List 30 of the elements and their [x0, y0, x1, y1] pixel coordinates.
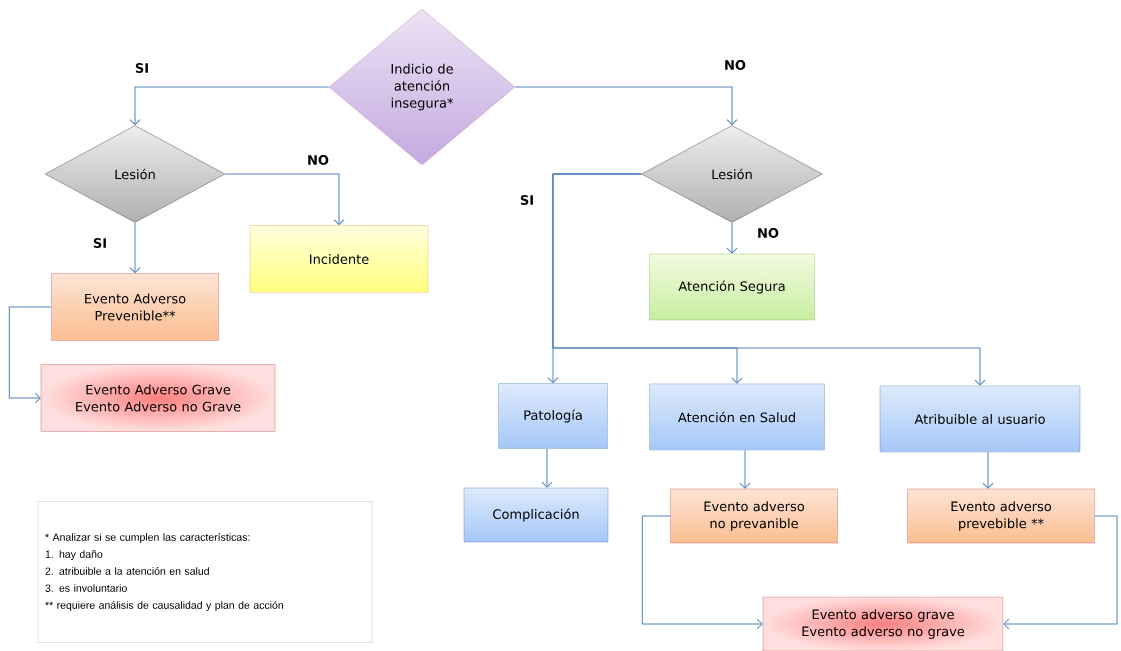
arrow — [739, 449, 751, 489]
edge-label: NO — [723, 59, 747, 71]
note-box: * Analizar si se cumplen las características: 1. hay daño 2. atribuible a la atención en salud 3. es involuntario ** requiere análisis de causalidad y plan de acción — [37, 501, 373, 643]
arrow — [641, 515, 763, 630]
outcome-box: Incidente — [249, 225, 429, 293]
outcome-box: Evento adverso grave Evento adverso no grave — [762, 596, 1004, 651]
arrow — [129, 222, 141, 274]
arrow — [514, 86, 738, 126]
arrow — [8, 306, 52, 404]
edge-label: SI — [91, 237, 109, 249]
outcome-box: Atención Segura — [649, 253, 815, 321]
outcome-box: Evento Adverso Prevenible** — [51, 273, 219, 341]
outcome-box: Evento Adverso Grave Evento Adverso no Grave — [40, 364, 276, 432]
edge-label: NO — [756, 227, 780, 239]
category-box: Atribuible al usuario — [879, 385, 1081, 453]
arrow — [552, 173, 986, 386]
outcome-box: Evento adverso prevebible ** — [907, 488, 1095, 544]
arrow — [726, 222, 738, 254]
edge-label: SI — [133, 62, 151, 74]
edge-label: NO — [306, 154, 330, 166]
edge-label: SI — [518, 194, 536, 206]
arrow — [1003, 515, 1118, 630]
category-box: Atención en Salud — [649, 383, 825, 451]
arrow — [541, 448, 553, 488]
arrow — [224, 173, 345, 226]
arrow — [129, 86, 330, 126]
arrow — [982, 451, 994, 489]
category-box: Patología — [498, 383, 608, 449]
category-box: Complicación — [463, 487, 609, 543]
outcome-box: Evento adverso no prevanible — [670, 488, 838, 544]
